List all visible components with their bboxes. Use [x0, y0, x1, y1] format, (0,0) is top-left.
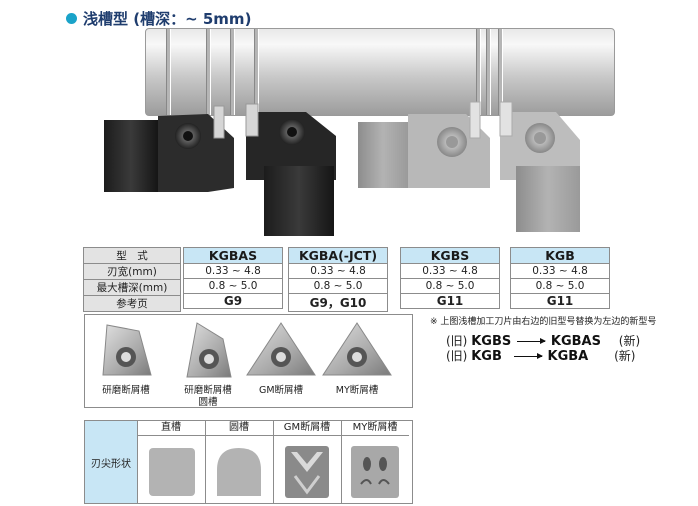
insert-types-panel: 研磨断屑槽 研磨断屑槽 圆槽 GM断屑槽 MY断屑槽 [84, 314, 413, 408]
workpiece-shaft-illustration [145, 28, 615, 116]
gm-chipbreaker-insert-image [246, 322, 316, 376]
old-model: KGBS [471, 334, 512, 349]
my-tip-image [351, 446, 399, 498]
product-table-kgbs: KGBS 0.33 ~ 4.8 0.8 ~ 5.0 G11 [400, 247, 500, 309]
groove-mark [476, 29, 481, 115]
ref-page: G9，G10 [288, 293, 388, 312]
round-tip-image [217, 448, 261, 496]
new-tag: (新) [614, 349, 636, 363]
tip-col-straight: 直槽 [137, 421, 206, 503]
tip-shape-table: 刃尖形状 直槽 圆槽 GM断屑槽 MY断屑槽 [84, 420, 413, 504]
tip-shape-row-label: 刃尖形状 [85, 421, 138, 503]
product-name: KGBA(-JCT) [288, 247, 388, 264]
insert-label: 研磨断屑槽 [102, 385, 150, 396]
insert-illustrations [102, 322, 392, 378]
ref-page: G11 [510, 293, 610, 309]
groove-mark [206, 29, 211, 115]
label-depth: 最大槽深(mm) [83, 279, 181, 296]
groove-mark [486, 29, 491, 115]
arrow-right-icon [517, 338, 547, 344]
spec-label-table: 型 式 刃宽(mm) 最大槽深(mm) 参考页 [83, 247, 181, 312]
product-name: KGBAS [183, 247, 283, 264]
product-table-kgbas: KGBAS 0.33 ~ 4.8 0.8 ~ 5.0 G9 [183, 247, 283, 309]
replacement-note: ※ 上图浅槽加工刀片由右边的旧型号替换为左边的新型号 [430, 317, 657, 327]
ground-chipbreaker-insert-image [102, 324, 152, 376]
blade-width: 0.33 ~ 4.8 [288, 263, 388, 279]
kgbs-holder-illustration [358, 101, 490, 188]
conversion-row: (旧) KGBS KGBAS (新) [446, 332, 640, 349]
old-model: KGB [471, 349, 502, 364]
max-depth: 0.8 ~ 5.0 [183, 278, 283, 294]
kgba-holder-illustration [245, 103, 336, 236]
blade-width: 0.33 ~ 4.8 [183, 263, 283, 279]
groove-mark [498, 29, 503, 115]
conversion-row: (旧) KGB KGBA (新) [446, 347, 635, 364]
my-chipbreaker-insert-image [322, 322, 392, 376]
ref-page: G9 [183, 293, 283, 309]
new-tag: (新) [618, 334, 641, 348]
product-table-kgb: KGB 0.33 ~ 4.8 0.8 ~ 5.0 G11 [510, 247, 610, 309]
label-model: 型 式 [83, 247, 181, 264]
label-width: 刃宽(mm) [83, 263, 181, 280]
section-heading: 浅槽型 (槽深：~ 5mm) [66, 8, 251, 29]
bullet-dot-icon [66, 13, 77, 24]
straight-tip-image [149, 448, 195, 496]
label-ref-page: 参考页 [83, 295, 181, 312]
insert-label: MY断屑槽 [335, 385, 379, 396]
groove-mark [254, 29, 259, 115]
product-name: KGBS [400, 247, 500, 264]
insert-label: GM断屑槽 [258, 385, 304, 396]
old-tag: (旧) [446, 349, 468, 363]
groove-mark [230, 29, 235, 115]
kgb-holder-illustration [499, 101, 580, 232]
old-tag: (旧) [446, 334, 468, 348]
new-model: KGBA [547, 349, 589, 364]
max-depth: 0.8 ~ 5.0 [288, 278, 388, 294]
tool-holders-illustration [104, 101, 580, 236]
heading-text: 浅槽型 (槽深：~ 5mm) [83, 10, 252, 28]
gm-tip-image [285, 446, 329, 498]
groove-mark [166, 29, 171, 115]
product-name: KGB [510, 247, 610, 264]
new-model: KGBAS [550, 334, 601, 349]
product-table-kgba: KGBA(-JCT) 0.33 ~ 4.8 0.8 ~ 5.0 G9，G10 [288, 247, 388, 312]
blade-width: 0.33 ~ 4.8 [400, 263, 500, 279]
tip-col-header: 圆槽 [205, 421, 273, 436]
ground-round-insert-image [186, 322, 232, 378]
ref-page: G11 [400, 293, 500, 309]
insert-label: 研磨断屑槽 圆槽 [184, 385, 232, 408]
tip-col-gm: GM断屑槽 [273, 421, 342, 503]
max-depth: 0.8 ~ 5.0 [400, 278, 500, 294]
max-depth: 0.8 ~ 5.0 [510, 278, 610, 294]
tip-col-header: 直槽 [137, 421, 205, 436]
tip-col-header: MY断屑槽 [341, 421, 409, 436]
tip-col-round: 圆槽 [205, 421, 274, 503]
blade-width: 0.33 ~ 4.8 [510, 263, 610, 279]
arrow-right-icon [513, 353, 543, 359]
kgbas-holder-illustration [104, 105, 234, 192]
tip-col-header: GM断屑槽 [273, 421, 341, 436]
tip-col-my: MY断屑槽 [341, 421, 409, 503]
